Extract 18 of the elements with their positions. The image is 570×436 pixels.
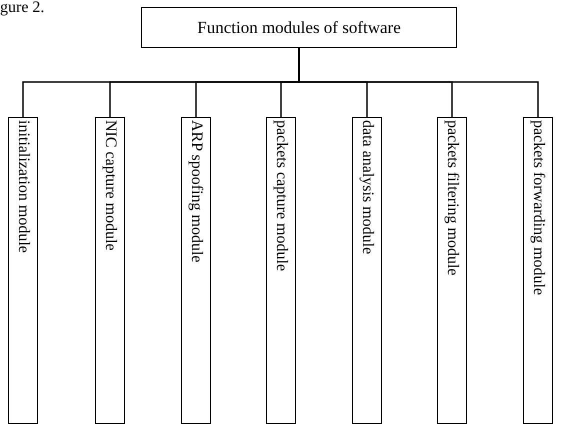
node-label: ARP spoofing module: [188, 120, 204, 263]
connector-line: [298, 48, 539, 117]
module-box: [95, 117, 125, 424]
node-label: data analysis module: [359, 120, 375, 254]
module-box: [352, 117, 382, 424]
node-label: packets forwarding module: [530, 120, 546, 296]
module-box: [523, 117, 553, 424]
root-box: [141, 7, 457, 48]
node-label: initialization module: [15, 120, 31, 253]
node-label: packets capture module: [273, 120, 289, 272]
module-box: [437, 117, 467, 424]
node-label: NIC capture module: [102, 120, 118, 251]
module-box: [8, 117, 38, 424]
module-box: [181, 117, 211, 424]
node-label: packets filtering module: [444, 120, 460, 276]
figure-caption: gure 2.: [0, 0, 44, 16]
module-box: [266, 117, 296, 424]
node-label: Function modules of software: [197, 18, 401, 38]
